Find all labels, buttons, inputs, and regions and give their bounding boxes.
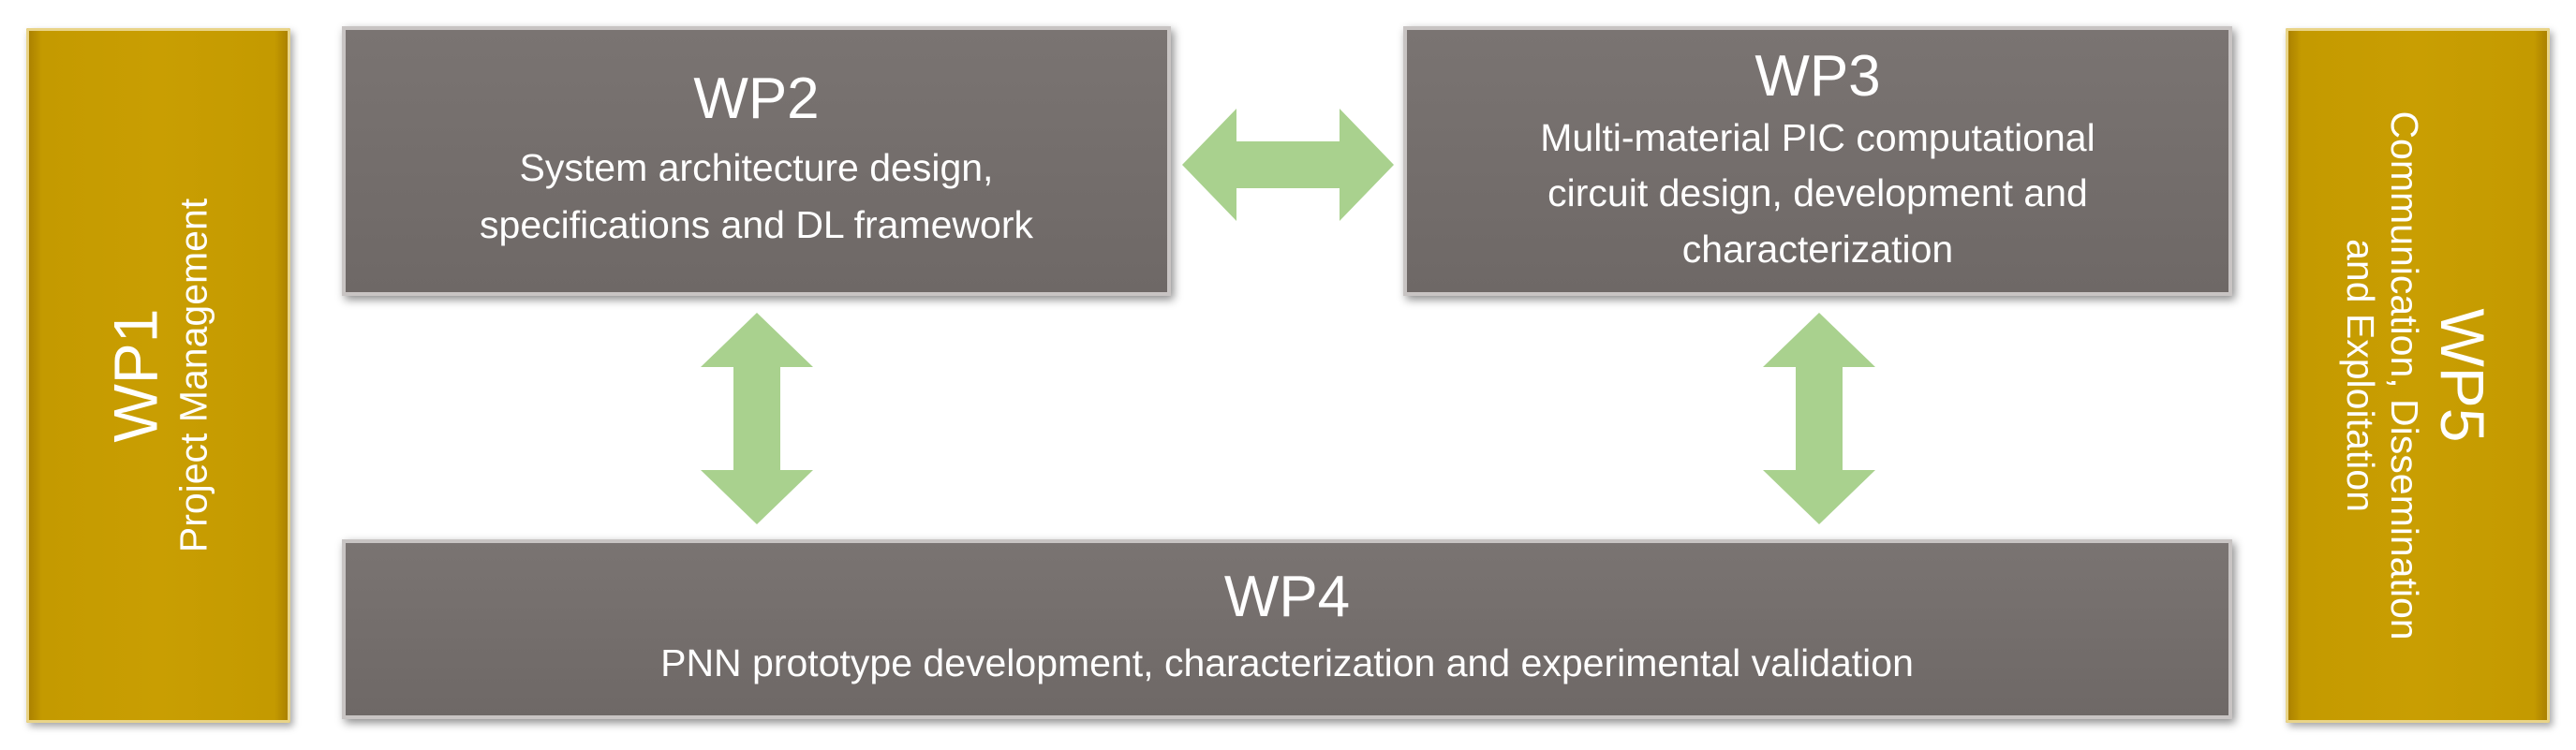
wp4-pnn-prototype-block: WP4 PNN prototype development, character…	[342, 539, 2232, 719]
wp5-label-group: WP5 Communication, Dissemination and Exp…	[2338, 28, 2497, 723]
wp2-desc-line-2: specifications and DL framework	[480, 203, 1033, 247]
wp2-system-architecture-block: WP2 System architecture design, specific…	[342, 26, 1171, 296]
wp3-desc-line-1: Multi-material PIC computational	[1540, 115, 2095, 159]
wp1-project-management-block: WP1 Project Management	[26, 28, 290, 723]
wp2-wp4-arrow-shape	[701, 313, 813, 524]
wp3-desc-line-2: circuit design, development and	[1547, 171, 2088, 215]
wp3-wp4-arrow-shape	[1763, 313, 1875, 524]
wp5-communication-block: WP5 Communication, Dissemination and Exp…	[2286, 28, 2550, 723]
wp1-title: WP1	[100, 308, 170, 443]
wp4-description: PNN prototype development, characterizat…	[660, 641, 1914, 685]
wp3-description: Multi-material PIC computational circuit…	[1540, 110, 2095, 277]
wp5-subtitle-line-2: and Exploitation	[2339, 239, 2383, 512]
wp3-pic-circuit-design-block: WP3 Multi-material PIC computational cir…	[1403, 26, 2232, 296]
wp2-title: WP2	[693, 66, 820, 132]
wp4-title: WP4	[1223, 565, 1351, 630]
wp2-desc-line-1: System architecture design,	[519, 145, 994, 189]
wp1-subtitle: Project Management	[171, 198, 215, 553]
wp2-wp4-double-arrow-icon	[701, 313, 813, 524]
wp1-label-group: WP1 Project Management	[100, 28, 215, 723]
wp5-title: WP5	[2428, 308, 2498, 443]
wp2-description: System architecture design, specificatio…	[480, 140, 1033, 255]
wp3-wp4-double-arrow-icon	[1763, 313, 1875, 524]
wp2-wp3-arrow-shape	[1182, 109, 1394, 221]
wp2-wp3-double-arrow-icon	[1182, 109, 1394, 221]
wp5-subtitle-line-1: Communication, Dissemination	[2383, 110, 2427, 640]
wp3-title: WP3	[1754, 43, 1881, 109]
wp3-desc-line-3: characterization	[1681, 227, 1954, 271]
